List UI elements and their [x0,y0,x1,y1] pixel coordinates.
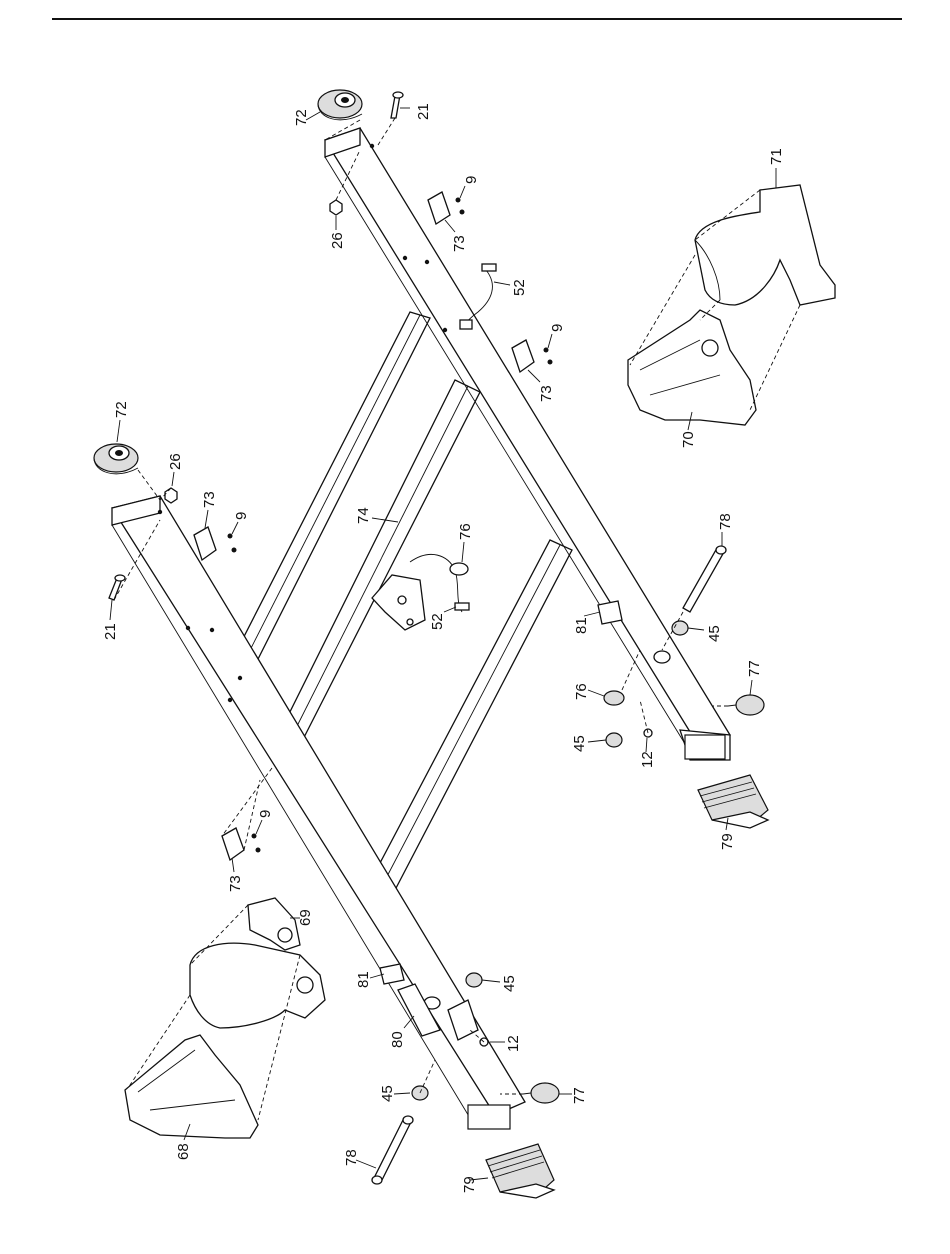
wheel-72-top [318,90,362,120]
label-12: 12 [639,751,656,768]
label-12: 12 [505,1035,522,1052]
label-73: 73 [451,235,468,252]
label-77: 77 [571,1087,588,1104]
spacer-45-a [672,621,688,635]
label-9: 9 [257,810,274,818]
label-21: 21 [102,623,119,640]
label-45: 45 [571,735,588,752]
label-78: 78 [717,513,734,530]
label-70: 70 [680,431,697,448]
label-72: 72 [113,401,130,418]
spacer-45-b [606,733,622,747]
housing-base-68 [125,1035,258,1138]
bracket-73-c [194,527,237,560]
bracket-73-d [222,828,261,860]
label-76: 76 [573,683,590,700]
wheel-72-left [94,444,138,474]
label-21: 21 [415,103,432,120]
spacer-45-c [466,973,482,987]
housing-base-70 [628,310,756,425]
label-26: 26 [167,453,184,470]
label-45: 45 [501,975,518,992]
label-76: 76 [457,523,474,540]
label-26: 26 [329,232,346,249]
nut-26-top [330,200,342,215]
label-80: 80 [389,1031,406,1048]
label-73: 73 [227,875,244,892]
label-9: 9 [549,324,566,332]
housing-cover-69 [190,943,325,1028]
end-cap-79-right [698,775,768,828]
label-52: 52 [429,613,446,630]
label-9: 9 [463,176,480,184]
label-77: 77 [746,660,763,677]
label-52: 52 [511,279,528,296]
label-73: 73 [201,491,218,508]
housing-cover-71 [695,185,835,305]
label-9: 9 [233,512,250,520]
foot-77-right [728,695,764,715]
axle-78-right [683,546,726,612]
right-frame-rail [325,128,730,760]
axle-78-left [372,1116,413,1184]
decal-81-right [598,601,622,624]
bracket-73-b [512,340,553,372]
label-45: 45 [379,1085,396,1102]
housing-top-69 [248,898,300,950]
label-81: 81 [573,617,590,634]
label-45: 45 [706,625,723,642]
grommet-76 [604,691,624,705]
bolt-21-left [109,575,125,600]
label-73: 73 [538,385,555,402]
bracket-73-a [428,192,465,224]
frame-crossbar-74 [272,380,480,768]
label-71: 71 [768,148,785,165]
label-68: 68 [175,1143,192,1160]
label-74: 74 [355,507,372,524]
label-81: 81 [355,971,372,988]
label-78: 78 [343,1149,360,1166]
end-cap-79-left [486,1144,554,1198]
bolt-21-top [391,92,403,118]
label-72: 72 [293,109,310,126]
foot-77-left [523,1083,559,1103]
nut-26-left [165,488,177,503]
label-79: 79 [719,833,736,850]
label-79: 79 [461,1176,478,1193]
